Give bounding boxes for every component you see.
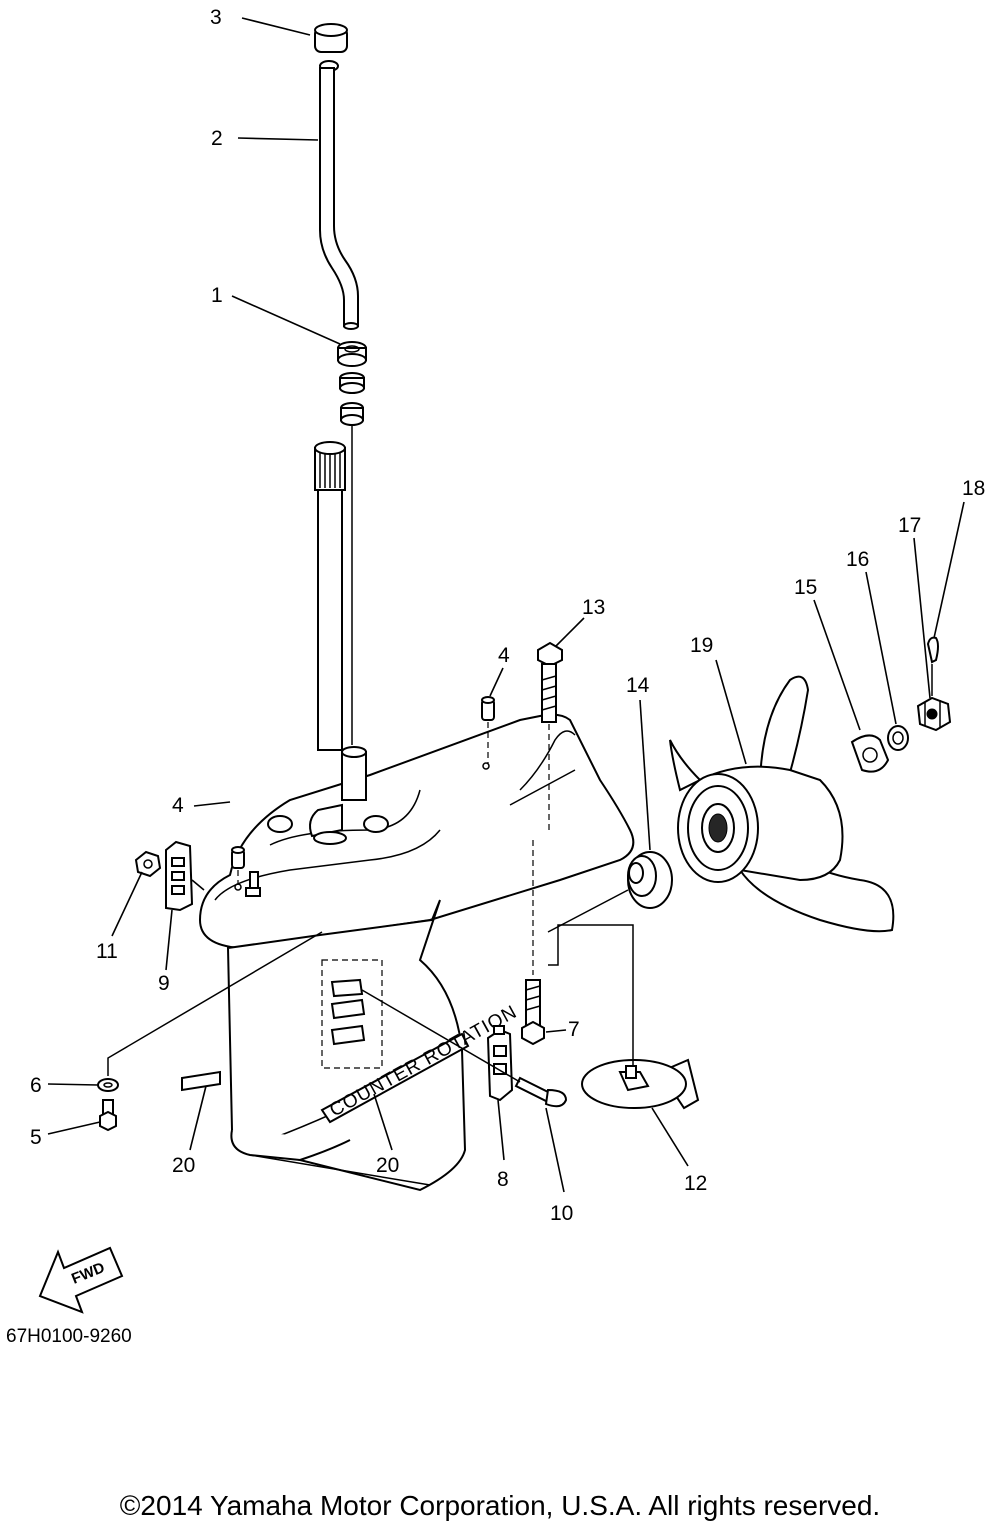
callout-19: 19 xyxy=(690,634,713,657)
part-6-washer xyxy=(97,1078,119,1092)
callout-1: 1 xyxy=(211,284,223,307)
part-13-bolt xyxy=(537,641,563,830)
part-11-nut xyxy=(134,850,162,878)
part-16-washer xyxy=(887,725,909,751)
part-19-propeller xyxy=(669,675,895,933)
part-15-spacer xyxy=(850,734,890,773)
part-17-castle-nut xyxy=(916,696,952,732)
callout-3: 3 xyxy=(210,6,222,29)
part-2-water-tube xyxy=(319,60,359,330)
part-9-anode xyxy=(165,840,205,912)
leader-lines xyxy=(47,17,965,1193)
fwd-arrow-icon: FWD xyxy=(38,1246,124,1314)
lower-unit-housing: COUNTER ROTATION xyxy=(198,713,635,1192)
drive-shaft xyxy=(314,441,346,751)
callout-20-center: 20 xyxy=(376,1154,399,1177)
copyright-notice: ©2014 Yamaha Motor Corporation, U.S.A. A… xyxy=(119,1490,881,1521)
callout-18: 18 xyxy=(962,477,985,500)
callout-17: 17 xyxy=(898,514,921,537)
callout-2: 2 xyxy=(211,127,223,150)
callout-12: 12 xyxy=(684,1172,707,1195)
callout-5: 5 xyxy=(30,1126,42,1149)
callout-20-left: 20 xyxy=(172,1154,195,1177)
callout-6: 6 xyxy=(30,1074,42,1097)
part-3-grommet xyxy=(314,23,348,53)
diagram-code: 67H0100-9260 xyxy=(6,1326,132,1347)
callout-7: 7 xyxy=(568,1018,580,1041)
callout-4-right: 4 xyxy=(498,644,510,667)
part-4-dowel-left xyxy=(231,846,245,885)
callout-10: 10 xyxy=(550,1202,573,1225)
callout-labels: 3 2 1 4 13 14 19 15 16 17 18 4 11 9 7 6 … xyxy=(30,6,985,1225)
callout-14: 14 xyxy=(626,674,650,697)
part-5-screw xyxy=(99,1099,117,1132)
part-4-dowel-right xyxy=(481,696,495,764)
part-12-trim-tab xyxy=(581,1058,700,1110)
callout-15: 15 xyxy=(794,576,817,599)
part-8-anode xyxy=(486,1025,514,1102)
part-20-decal-left xyxy=(181,1070,221,1092)
part-14-thrust-washer xyxy=(627,851,673,909)
part-10-bolt xyxy=(514,1076,568,1108)
part-1-seal-stack xyxy=(337,341,367,745)
part-7-bolt xyxy=(521,840,545,1046)
part-18-cotter-pin xyxy=(926,636,939,696)
callout-13: 13 xyxy=(582,596,605,619)
callout-8: 8 xyxy=(497,1168,509,1191)
callout-11: 11 xyxy=(96,940,118,963)
callout-9: 9 xyxy=(158,972,170,995)
callout-16: 16 xyxy=(846,548,869,571)
callout-4-left: 4 xyxy=(172,794,184,817)
